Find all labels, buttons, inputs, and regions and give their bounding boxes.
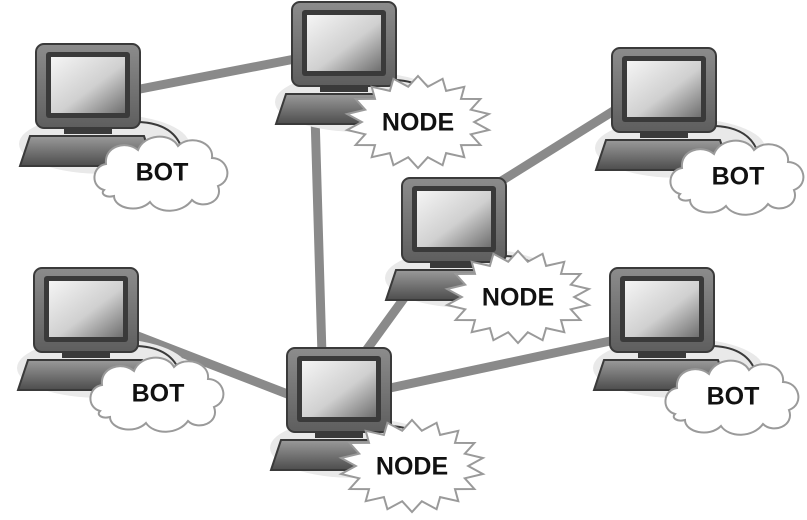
node-badge-bottom: NODE [338,418,486,514]
link-bot-left-top-node-top [130,53,305,95]
desktop-computer-icon [18,43,189,174]
bot-badge-left-bottom: BOT [89,356,225,433]
node-badge-top: NODE [344,74,492,170]
node-label: NODE [382,109,454,137]
desktop-computer-icon [594,47,765,178]
bot-badge-left-top: BOT [93,135,229,212]
bot-label: BOT [707,383,760,411]
node-label: NODE [376,453,448,481]
bot-badge-right-top: BOT [669,139,805,216]
node-badges: NODE NODE NODE [338,74,592,514]
link-node-top-node-bottom [310,110,327,360]
node-badge-middle: NODE [444,249,592,345]
bot-label: BOT [136,159,189,187]
link-node-middle-bot-right-top [490,105,620,190]
bot-badges: BOT BOT BOT BOT [89,135,805,436]
bot-label: BOT [712,163,765,191]
bot-label: BOT [132,380,185,408]
link-bot-left-bottom-node-bottom [130,330,295,400]
link-node-bottom-bot-right-bottom [385,335,620,393]
bot-badge-right-bottom: BOT [664,359,800,436]
node-label: NODE [482,284,554,312]
desktop-computer-icon [16,267,187,398]
